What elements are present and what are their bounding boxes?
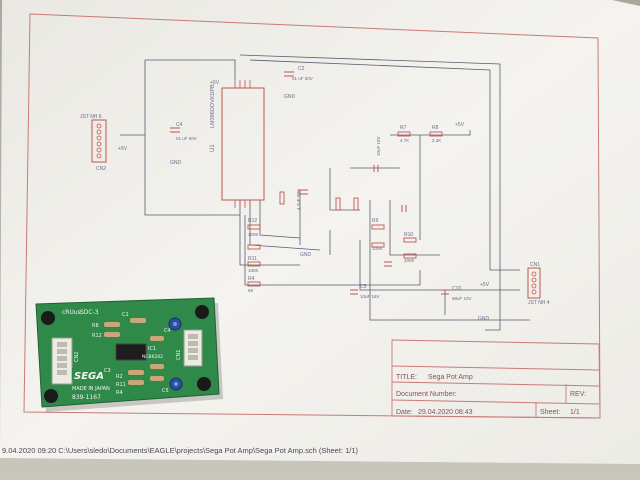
- mount-hole-tr: [195, 305, 209, 319]
- pcb-label-r4: R4: [116, 390, 123, 396]
- res-value-r4: 68: [248, 288, 254, 293]
- pcb-cap-bottom-mark: [174, 382, 178, 386]
- cap-value-c1: 10uF 16V: [376, 136, 381, 156]
- conn-right-ref: CN1: [530, 262, 540, 268]
- schematic-ic: [221, 87, 265, 201]
- vplus-label-4: +5V: [480, 282, 490, 288]
- ic-pins: [234, 80, 251, 208]
- pcb-label-r11: R11: [116, 382, 126, 388]
- cap-label-c5: C5: [360, 284, 367, 290]
- vplus-label-1: +5V: [210, 80, 220, 86]
- pcb-label-c4: C4: [164, 328, 171, 334]
- title-value: Sega Pot Amp: [428, 374, 473, 381]
- conn-right-name: JST NH 4: [528, 300, 550, 306]
- ic-ref-text: U1: [210, 144, 216, 152]
- cap-c4-val: 01 uF 50V: [176, 136, 197, 141]
- mount-hole-tl: [41, 311, 55, 325]
- res-label-r9: R9: [372, 218, 379, 224]
- pcb-label-c3: C3: [104, 368, 111, 374]
- res-value-r12: 100K: [248, 232, 259, 237]
- res-label-r10: R10: [404, 232, 413, 238]
- conn-left-ref: CN2: [96, 166, 106, 172]
- schematic-caps: [170, 71, 449, 295]
- pcb-cn2-label: CN2: [74, 352, 80, 362]
- pcb-cap-top-mark: [173, 322, 177, 326]
- pcb-label-r12: R12: [92, 333, 102, 339]
- pcb-model-text: SDC-3: [80, 309, 99, 316]
- ic-part-text: LM386DOVKDPB: [210, 84, 216, 128]
- res-label-r4: R4: [248, 276, 255, 282]
- conn-right-pins: [531, 271, 537, 295]
- vplus-label-3: +5V: [118, 146, 128, 152]
- res-value-r10: 100K: [404, 258, 415, 263]
- sheet-value: 1/1: [570, 409, 580, 416]
- gnd-label-4: GND: [300, 252, 312, 258]
- pcb-label-c1: C1: [122, 312, 129, 318]
- cap-value-c3: 4.7uF 50V: [296, 189, 301, 210]
- title-block: [391, 339, 601, 419]
- pcb-label-c5: C5: [162, 388, 169, 394]
- pcb-ic: [115, 343, 147, 361]
- document-number-label: Document Number:: [396, 391, 457, 398]
- gnd-label-2: GND: [170, 160, 182, 166]
- schematic-conn-left: [91, 119, 107, 163]
- cap-value-c5: 10uF 16V: [360, 294, 380, 299]
- footer-path: 9.04.2020 09:20 C:\Users\sledo\Documents…: [2, 446, 359, 455]
- res-label-r11: R11: [248, 256, 257, 262]
- vplus-label-2: +5V: [455, 122, 465, 128]
- pcb-cn1-pins: [188, 334, 198, 360]
- sheet-label: Sheet:: [540, 409, 560, 416]
- rev-label: REV:: [570, 391, 586, 398]
- res-value-r7: 4.7K: [400, 138, 409, 143]
- res-value-r9: 100K: [372, 246, 383, 251]
- pcb-resistors: [104, 318, 164, 385]
- res-label-r7: R7: [400, 125, 407, 131]
- pcb-cn2-pins: [57, 342, 67, 375]
- mount-hole-br: [197, 377, 211, 391]
- pcb-board: cRUus SDC-3 SEGA MADE IN JAPAN 839-1167 …: [35, 297, 223, 412]
- cap-value-c10: 68uF 10V: [452, 296, 472, 301]
- cap-label-c10: C10: [452, 286, 461, 292]
- date-value: 29.04.2020 08:43: [418, 409, 473, 416]
- pcb-label-r2: R2: [116, 374, 123, 380]
- pcb-sega-logo: SEGA: [74, 371, 104, 382]
- date-label: Date:: [396, 409, 413, 416]
- pcb-sega-logo-bg: [72, 368, 108, 380]
- conn-left-pins: [96, 123, 102, 159]
- gnd-label-1: GND: [284, 94, 296, 100]
- pcb-cn1-label: CN1: [176, 350, 182, 360]
- schematic-conn-right: [527, 267, 541, 299]
- pcb-label-r8: R8: [92, 323, 99, 329]
- pcb-ic-label: IC1: [148, 346, 156, 352]
- pcb-ic-part: NCB6202: [142, 354, 163, 360]
- res-label-r12: R12: [248, 218, 257, 224]
- cap-c2-ref: C2: [298, 66, 305, 72]
- conn-left-name: JST NH 6: [80, 114, 102, 120]
- pcb-made-in: MADE IN JAPAN: [72, 386, 110, 392]
- res-label-r8: R8: [432, 125, 439, 131]
- wire-network: [120, 54, 530, 331]
- gnd-label-3: GND: [478, 316, 490, 322]
- pcb-part-no: 839-1167: [72, 394, 101, 401]
- pcb-ul-mark: cRUus: [62, 309, 81, 316]
- res-value-r8: 2.2K: [432, 138, 441, 143]
- cap-c4-ref: C4: [176, 122, 183, 128]
- mount-hole-bl: [44, 389, 58, 403]
- cap-c2-val: 01 uF 50V: [292, 76, 313, 81]
- schematic-resistors: [247, 131, 443, 287]
- title-label: TITLE:: [396, 374, 417, 381]
- schematic: U1 LM386DOVKDPB JST NH 6 CN2 CN1 JST NH …: [80, 54, 601, 419]
- res-value-r11: 100K: [248, 268, 259, 273]
